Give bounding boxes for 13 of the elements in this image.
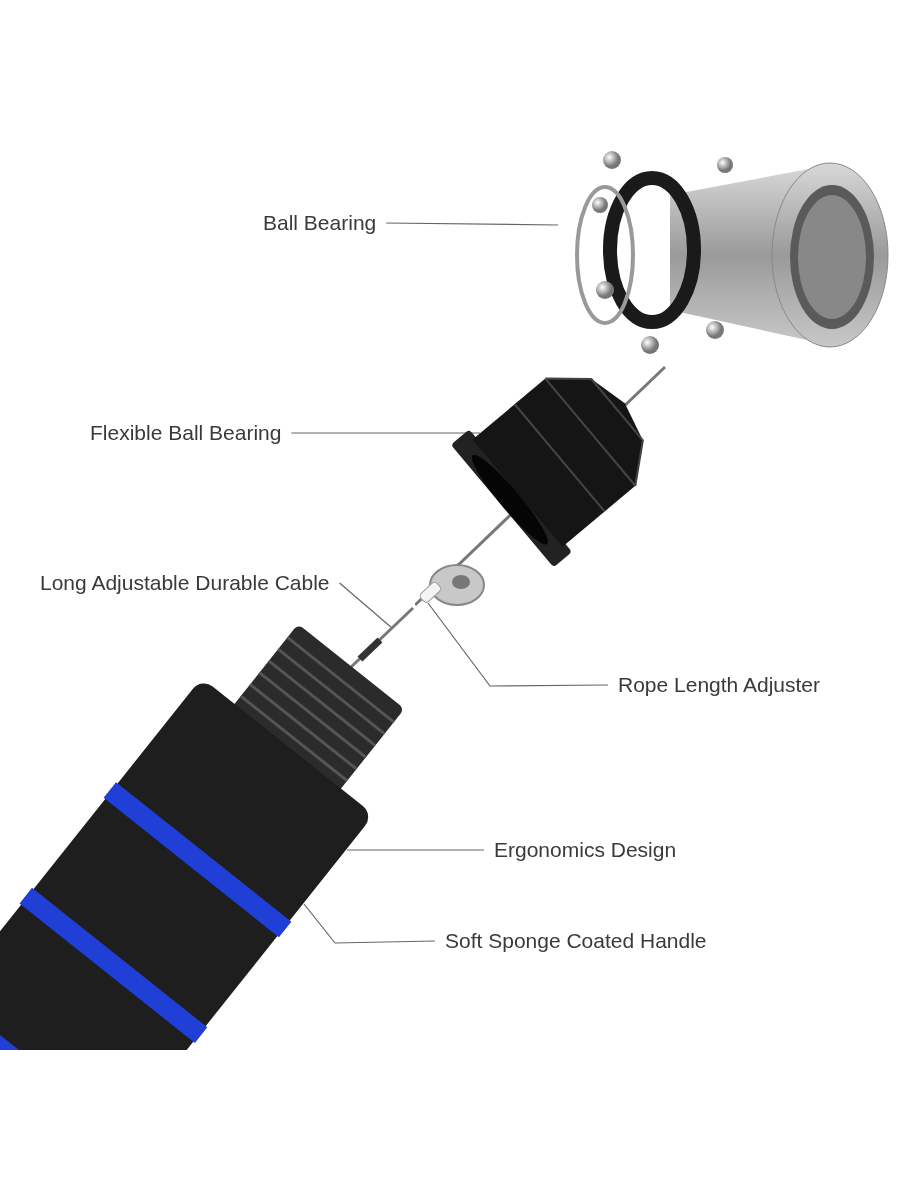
rope-adjuster-drawing: [415, 563, 487, 609]
leader-line: [338, 582, 393, 629]
part-label: Ball Bearing: [263, 211, 377, 235]
leader-line: [385, 222, 559, 226]
leader-line: [290, 432, 481, 434]
part-label: Flexible Ball Bearing: [90, 421, 282, 445]
part-label: Ergonomics Design: [494, 838, 677, 862]
leader-line: [427, 602, 609, 687]
part-label: Soft Sponge Coated Handle: [445, 929, 707, 953]
leader-line: [303, 903, 436, 944]
leader-line: [346, 849, 485, 851]
part-label: Long Adjustable Durable Cable: [40, 571, 330, 595]
part-label: Rope Length Adjuster: [618, 673, 820, 697]
